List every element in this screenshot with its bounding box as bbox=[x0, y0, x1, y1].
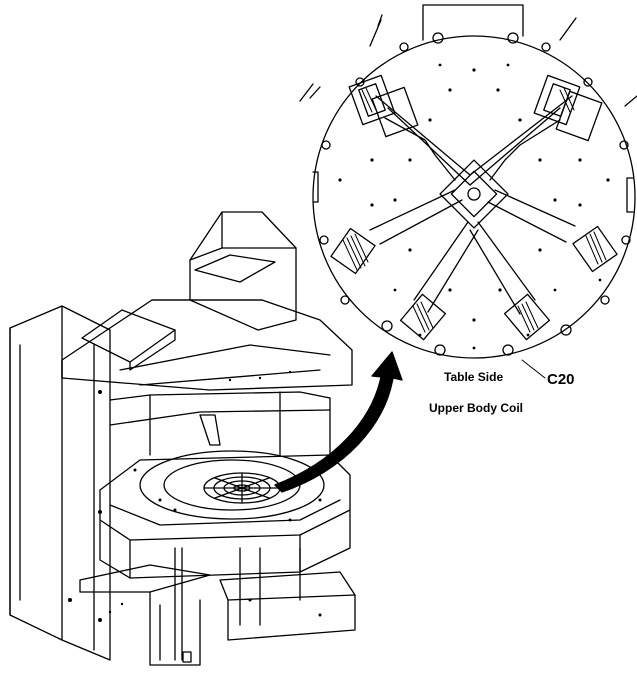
scanner-machine bbox=[9, 211, 356, 666]
callout-arrow bbox=[274, 351, 403, 493]
machine-detail-dots bbox=[68, 370, 322, 622]
board-holes bbox=[338, 63, 610, 350]
table-side-label: Table Side bbox=[444, 370, 504, 384]
perimeter-screws bbox=[319, 32, 631, 356]
module-hatching bbox=[342, 87, 607, 333]
upper-body-coil-label: Upper Body Coil bbox=[429, 401, 524, 415]
coil-detail bbox=[299, 4, 637, 359]
c20-leader-line bbox=[521, 359, 546, 379]
c20-label: C20 bbox=[547, 371, 575, 388]
